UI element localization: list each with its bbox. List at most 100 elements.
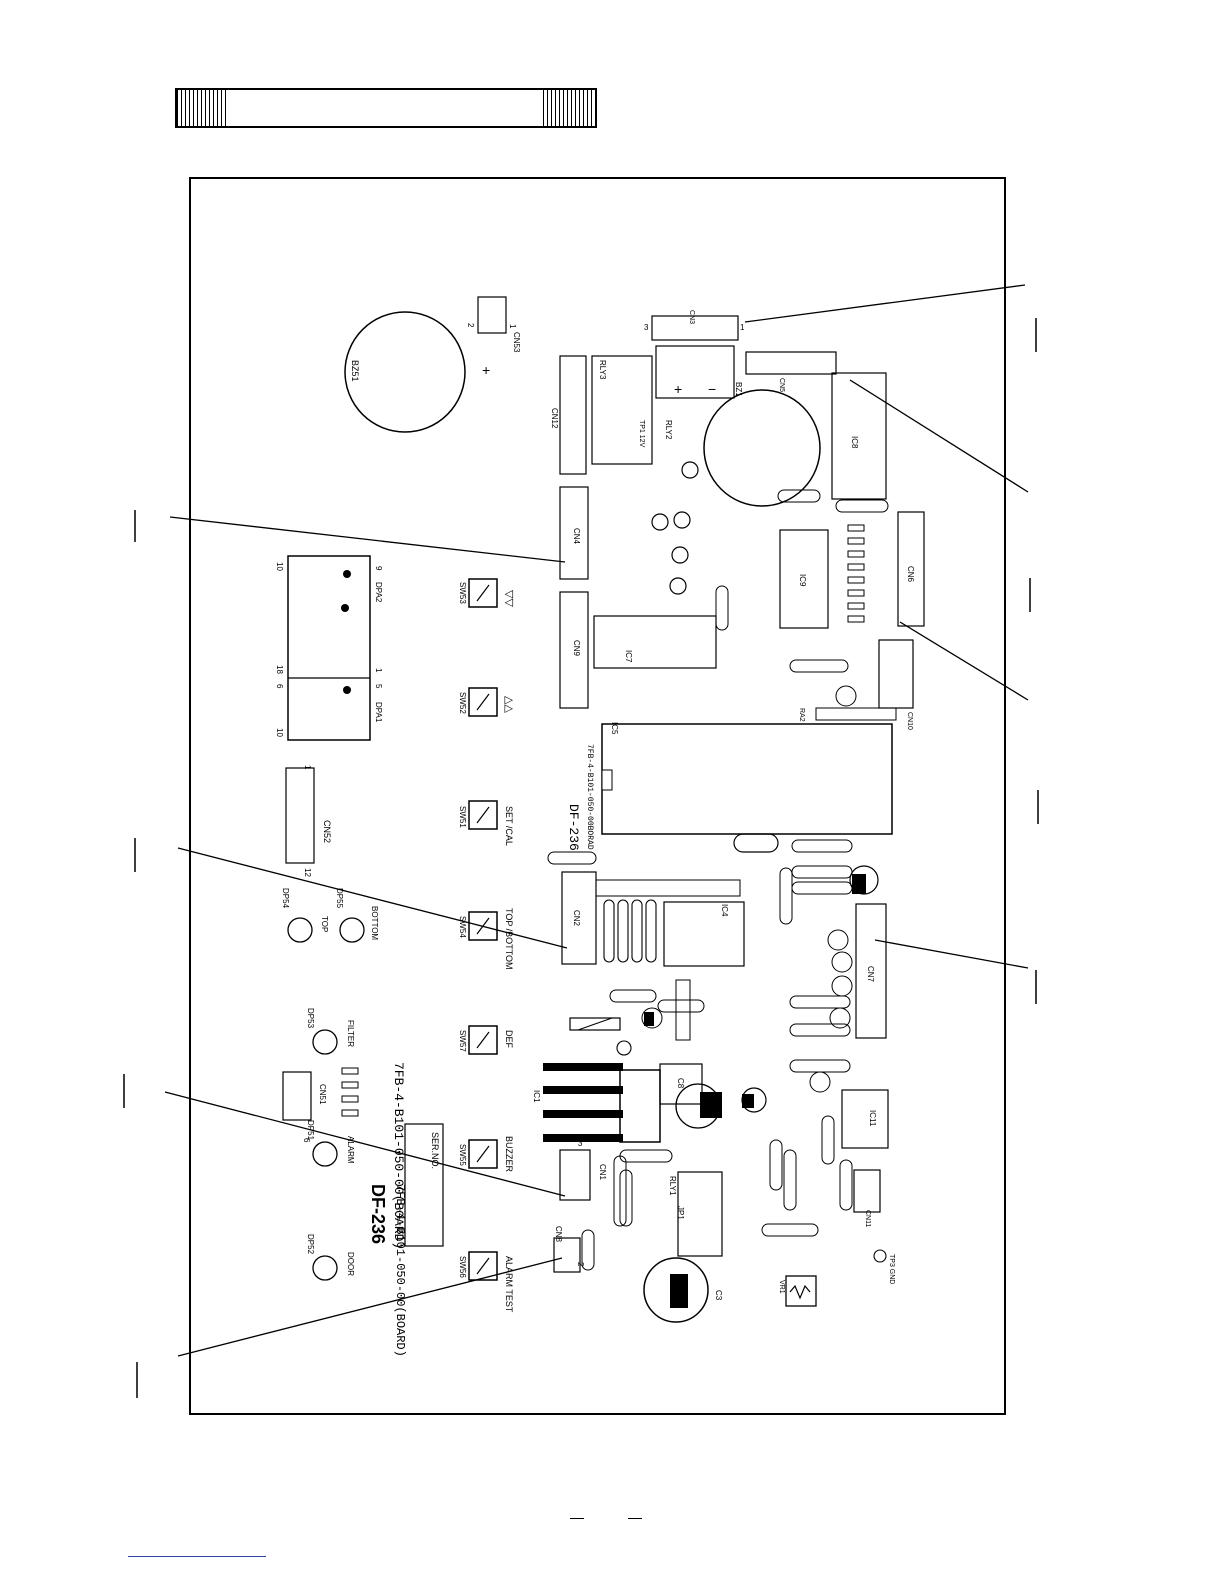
switch-sw57[interactable]: SW57 DEF <box>458 1025 514 1055</box>
dpa2-pin18: 18 <box>275 665 284 674</box>
bz51-plus: + <box>482 362 490 378</box>
dpa2-pin10: 10 <box>275 562 284 571</box>
board-part-number-alt: 7FB-4-B101-050-00BORAD <box>585 744 594 850</box>
svg-text:IC1: IC1 <box>532 1090 541 1103</box>
switch-sw53[interactable]: SW53 ▽▽ <box>458 578 515 608</box>
ic7-chip <box>593 615 717 669</box>
cn51-pin6: 6 <box>302 1138 311 1143</box>
indicator-dp54: DP54 TOP <box>281 888 329 943</box>
svg-text:RA2: RA2 <box>798 708 805 722</box>
ic9-chip <box>779 529 829 629</box>
serial-number-box <box>404 1123 444 1247</box>
cn1-connector <box>559 1149 591 1201</box>
dp-led-cluster <box>651 461 699 595</box>
svg-text:SW53: SW53 <box>458 582 467 604</box>
ra2-network <box>815 707 897 721</box>
cn53-pin2: 2 <box>466 323 475 328</box>
svg-text:DP52: DP52 <box>306 1234 315 1255</box>
dpa1-pin6: 6 <box>275 684 284 689</box>
svg-text:3: 3 <box>644 323 649 332</box>
svg-text:−: − <box>708 381 716 397</box>
switch-sw51-label: SET /CAL <box>504 806 514 846</box>
svg-text:DP55: DP55 <box>335 888 344 909</box>
indicator-dp52-label: DOOR <box>346 1252 355 1276</box>
svg-text:1: 1 <box>740 323 745 332</box>
cn52-pin12: 12 <box>303 868 312 877</box>
leader-cn5 <box>849 379 1029 493</box>
dpa2-label: DPA2 <box>374 582 383 603</box>
callout-ticks <box>123 318 1039 1398</box>
svg-text:CN1: CN1 <box>598 1164 607 1181</box>
passive-components <box>547 489 889 1271</box>
dpa1-label: DPA1 <box>374 702 383 723</box>
svg-text:CN12: CN12 <box>550 408 559 429</box>
svg-text:SW57: SW57 <box>458 1030 467 1052</box>
cn52-label: CN52 <box>322 820 332 843</box>
leader-cn3 <box>744 284 1026 323</box>
ic8-chip <box>831 372 887 500</box>
svg-text:C8: C8 <box>676 1078 685 1089</box>
svg-text:RLY3: RLY3 <box>598 360 607 380</box>
switch-sw56[interactable]: SW56 ALARM TEST <box>458 1251 514 1313</box>
tp3-test-point <box>873 1249 887 1263</box>
capacitor-stack-c27-c30 <box>603 899 657 963</box>
svg-text:DP54: DP54 <box>281 888 290 909</box>
indicator-dp53: DP53 FILTER <box>306 1008 355 1055</box>
switch-sw52-label: △△ <box>503 696 515 713</box>
dpa2-pin9: 9 <box>374 566 383 571</box>
svg-text:SW56: SW56 <box>458 1256 467 1278</box>
dpa1-pin10: 10 <box>275 728 284 737</box>
vr1-potentiometer <box>785 1275 817 1307</box>
cn51-connector <box>282 1071 312 1121</box>
svg-text:DP51: DP51 <box>306 1120 315 1141</box>
cn9-connector <box>559 591 589 709</box>
svg-text:2: 2 <box>576 1262 585 1267</box>
c3-capacitor <box>643 1257 709 1323</box>
leader-cn6 <box>899 621 1029 701</box>
svg-text:IC9: IC9 <box>798 574 807 587</box>
dpa1-pin5: 5 <box>374 684 383 689</box>
board-model-title: DF-236 <box>368 1184 388 1244</box>
svg-text:IC8: IC8 <box>850 436 859 449</box>
rly3-relay <box>591 355 653 465</box>
footer-link-line <box>128 1556 266 1557</box>
leader-cn1 <box>164 1091 566 1197</box>
cn12-connector <box>559 355 587 475</box>
header-hatch-right <box>543 90 595 126</box>
switch-sw51[interactable]: SW51 SET /CAL <box>458 800 514 846</box>
svg-text:BZ1: BZ1 <box>734 382 743 397</box>
indicator-dp53-label: FILTER <box>346 1020 355 1047</box>
page-number-mark-right <box>628 1518 642 1519</box>
indicator-dp55-label: BOTTOM <box>370 906 379 940</box>
svg-text:IC11: IC11 <box>868 1110 877 1127</box>
indicator-dp51-label: ALARM <box>346 1136 355 1164</box>
cn7-connector <box>855 903 887 1039</box>
switch-sw52[interactable]: SW52 △△ <box>458 687 515 717</box>
ic5-chip <box>601 723 893 835</box>
switch-sw54[interactable]: SW54 TOP /BOTTOM <box>458 908 514 970</box>
cn52-pin1: 1 <box>303 765 312 770</box>
callout-leaders <box>164 284 1029 1357</box>
cn5-connector <box>745 351 837 375</box>
board-outline <box>189 177 1006 1415</box>
svg-text:CN2: CN2 <box>572 910 581 927</box>
svg-text:SW52: SW52 <box>458 692 467 714</box>
cn3-connector <box>651 315 739 341</box>
svg-text:CN4: CN4 <box>572 528 581 545</box>
svg-text:RLY1: RLY1 <box>668 1176 677 1196</box>
cn4-connector <box>559 486 589 580</box>
page-number-mark-left <box>570 1518 584 1519</box>
svg-text:C3: C3 <box>714 1290 723 1301</box>
dpa2-pin1: 1 <box>374 668 383 673</box>
cn52-connector <box>285 767 315 864</box>
svg-text:CN5: CN5 <box>778 378 785 392</box>
svg-text:SW51: SW51 <box>458 806 467 828</box>
switch-sw55[interactable]: SW55 BUZZER <box>458 1136 514 1173</box>
leader-cn2 <box>177 847 568 949</box>
cn8-connector <box>553 1237 581 1273</box>
indicator-dp51: DP51 ALARM <box>306 1120 355 1167</box>
xl1-crystal <box>733 833 779 853</box>
dpa-display-block: DPA2 DPA1 10 18 6 10 9 1 5 <box>275 555 383 741</box>
indicator-dp54-label: TOP <box>320 916 329 932</box>
